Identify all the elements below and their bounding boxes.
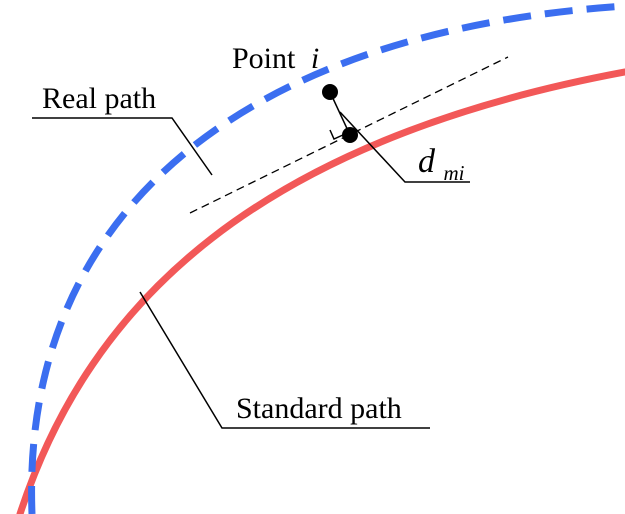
distance-label: d mi bbox=[418, 143, 465, 185]
point-i-label-text: Point bbox=[232, 42, 296, 75]
right-angle-marker bbox=[329, 129, 346, 140]
standard-path-leader bbox=[139, 291, 430, 429]
tangent-line bbox=[189, 56, 509, 214]
point-i-label-var: i bbox=[311, 42, 319, 75]
standard-path-curve bbox=[16, 68, 625, 514]
point-i-marker bbox=[322, 84, 338, 100]
distance-leader bbox=[339, 111, 470, 183]
standard-path-label: Standard path bbox=[236, 392, 402, 425]
distance-label-sub: mi bbox=[444, 161, 465, 185]
real-path-leader bbox=[32, 117, 213, 176]
foot-point-marker bbox=[342, 127, 358, 143]
point-i-label: Point i bbox=[232, 42, 319, 75]
real-path-curve bbox=[28, 2, 625, 514]
real-path-label: Real path bbox=[42, 82, 156, 115]
distance-label-main: d bbox=[418, 143, 436, 180]
